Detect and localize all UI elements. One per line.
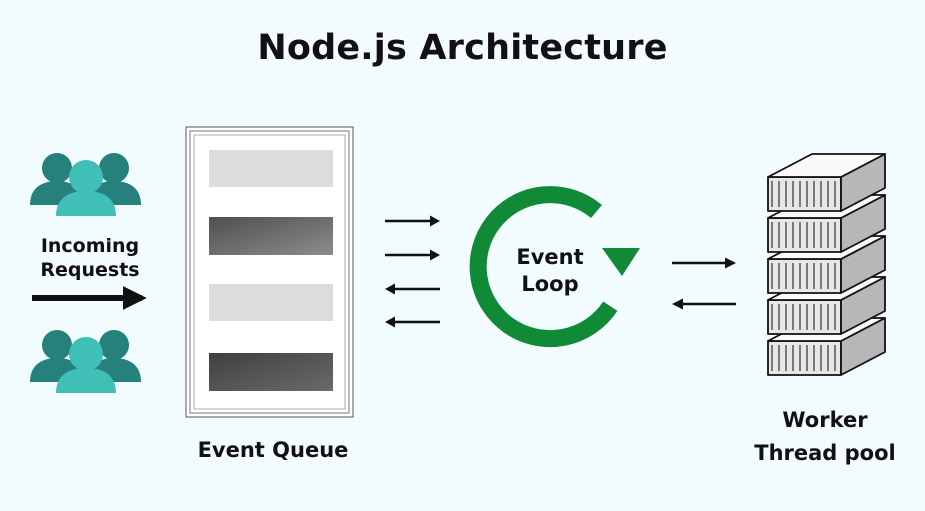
- user-group-bottom-icon: [30, 330, 141, 393]
- incoming-requests-label: Incoming Requests: [20, 234, 160, 282]
- worker-thread-pool-line1: Worker: [782, 408, 868, 432]
- queue-slot-1: [209, 150, 333, 187]
- worker-block-1: [767, 153, 886, 212]
- queue-slot-3: [209, 284, 333, 321]
- event-queue-panel: [185, 126, 354, 418]
- worker-thread-pool-line2: Thread pool: [754, 441, 896, 465]
- loop-worker-arrows: [672, 257, 736, 310]
- incoming-requests-line2: Requests: [40, 259, 140, 281]
- queue-loop-arrows: [385, 215, 440, 328]
- event-loop-line2: Loop: [521, 272, 579, 296]
- incoming-requests-line1: Incoming: [40, 235, 140, 257]
- event-loop-label: Event Loop: [490, 244, 610, 298]
- worker-thread-stack-icon: [767, 153, 886, 376]
- queue-slot-4: [209, 353, 333, 391]
- event-queue-label: Event Queue: [197, 438, 349, 462]
- page-title: Node.js Architecture: [257, 28, 668, 68]
- queue-slot-2: [209, 217, 333, 255]
- event-loop-line1: Event: [516, 245, 584, 269]
- user-group-top-icon: [30, 153, 141, 216]
- event-loop-icon: [469, 186, 640, 348]
- worker-thread-pool-label: Worker Thread pool: [730, 404, 920, 470]
